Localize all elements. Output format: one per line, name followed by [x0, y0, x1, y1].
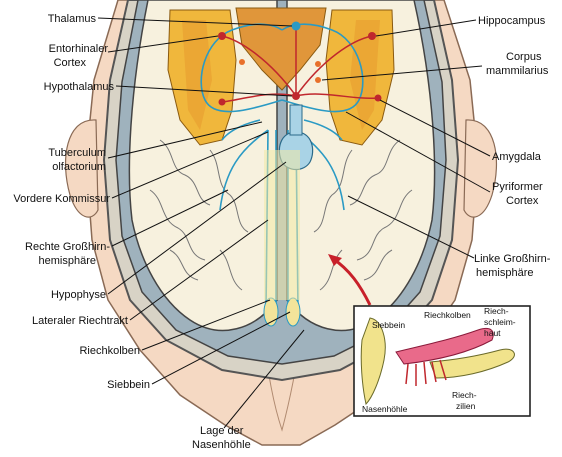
label-hypophyse: Hypophyse	[51, 289, 106, 301]
inset-label-schleimhaut-1: Riech-	[484, 306, 509, 316]
label-rechte-line2: hemisphäre	[39, 255, 96, 267]
inset-label-riechkolben: Riechkolben	[424, 310, 471, 320]
label-lage-line2: Nasenhöhle	[192, 439, 251, 451]
label-piriformer-line1: Pyriformer	[492, 181, 543, 193]
label-riechkolben: Riechkolben	[79, 345, 140, 357]
amygdala-node-left	[219, 99, 226, 106]
inset-label-zilien-2: zilien	[456, 401, 476, 411]
hippocampus-node-right	[368, 32, 376, 40]
label-siebbein: Siebbein	[107, 379, 150, 391]
label-entorhinal-line2: Cortex	[54, 57, 87, 69]
label-piriformer-line2: Cortex	[506, 195, 539, 207]
label-rechte-line1: Rechte Großhirn-	[25, 241, 110, 253]
label-corpus-line1: Corpus	[506, 51, 542, 63]
label-linke-line1: Linke Großhirn-	[474, 253, 551, 265]
label-thalamus: Thalamus	[48, 13, 97, 25]
inset-label-siebbein: Siebbein	[372, 320, 405, 330]
label-linke-line2: hemisphäre	[476, 267, 533, 279]
label-amygdala: Amygdala	[492, 151, 542, 163]
olfactory-bulbs	[264, 150, 300, 326]
label-lage-line1: Lage der	[200, 425, 244, 437]
label-lateraler-riechtrakt: Lateraler Riechtrakt	[32, 315, 128, 327]
pituitary-stalk	[290, 105, 302, 135]
label-tuberculum-line1: Tuberculum	[48, 147, 106, 159]
hypothalamus-node	[292, 92, 300, 100]
label-corpus-line2: mammilarius	[486, 65, 549, 77]
thalamus-node	[292, 22, 301, 31]
label-hippocampus: Hippocampus	[478, 15, 546, 27]
inset-label-nasenhoehle: Nasenhöhle	[362, 404, 408, 414]
corpus-node	[315, 77, 321, 83]
mammillary-node-left	[239, 59, 245, 65]
inset-label-schleimhaut-3: haut	[484, 328, 501, 338]
corpus-node-2	[315, 61, 321, 67]
label-hypothalamus: Hypothalamus	[44, 81, 115, 93]
inset-label-zilien-1: Riech-	[452, 390, 477, 400]
label-tuberculum-line2: olfactorium	[52, 161, 106, 173]
label-vordere-kommissur: Vordere Kommissur	[13, 193, 110, 205]
inset-label-schleimhaut-2: schleim-	[484, 317, 516, 327]
entorhinal-node-left	[218, 32, 226, 40]
label-entorhinal-line1: Entorhinaler	[49, 43, 109, 55]
